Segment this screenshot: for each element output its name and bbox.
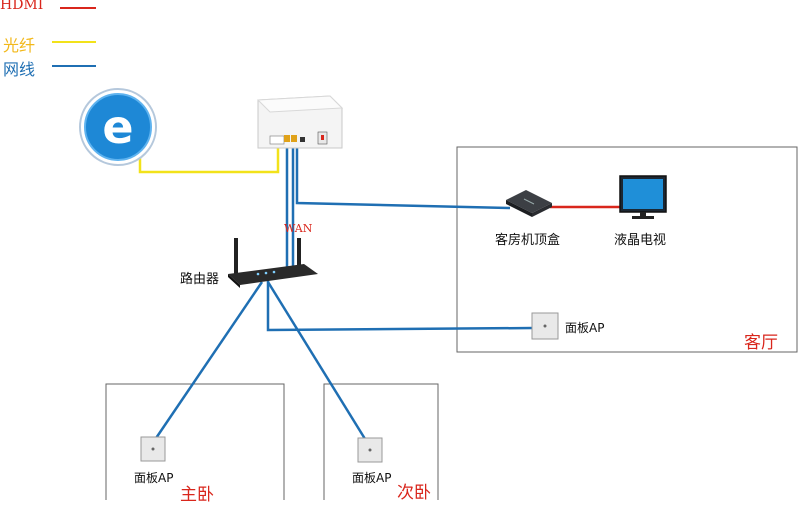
living-room-label: 客厅 <box>744 333 778 353</box>
router-label: 路由器 <box>180 272 220 287</box>
stb-label: 客房机顶盒 <box>495 233 561 248</box>
set-top-box-icon <box>506 190 552 217</box>
lcd-tv-icon <box>619 175 667 219</box>
ie-browser-icon: e <box>79 88 157 166</box>
optical-modem-icon <box>256 95 344 149</box>
legend-fiber-label: 光纤 <box>3 36 36 55</box>
master-ap-cable <box>148 281 264 448</box>
wan-label: WAN <box>284 222 313 235</box>
svg-text:e: e <box>102 100 133 154</box>
second-bedroom-box <box>323 383 439 500</box>
master-bedroom-label: 主卧 <box>180 485 214 505</box>
wireless-router-icon <box>228 238 318 288</box>
fiber-cable <box>138 140 280 174</box>
second-bedroom-label: 次卧 <box>397 483 431 503</box>
legend-hdmi-label: HDMI <box>0 0 44 13</box>
legend-ethernet-label: 网线 <box>3 60 36 79</box>
ap-master-label: 面板AP <box>134 471 174 485</box>
tv-label: 液晶电视 <box>614 233 667 248</box>
living-room-box <box>456 146 798 353</box>
panel-ap-living-icon <box>531 312 559 340</box>
second-ap-cable <box>266 281 372 448</box>
panel-ap-master-icon <box>140 436 166 462</box>
panel-ap-second-icon <box>357 437 383 463</box>
ap-living-label: 面板AP <box>565 321 605 335</box>
master-bedroom-box <box>105 383 285 500</box>
ap-second-label: 面板AP <box>352 471 392 485</box>
stb-cable <box>295 146 511 210</box>
living-ap-cable <box>266 280 534 332</box>
